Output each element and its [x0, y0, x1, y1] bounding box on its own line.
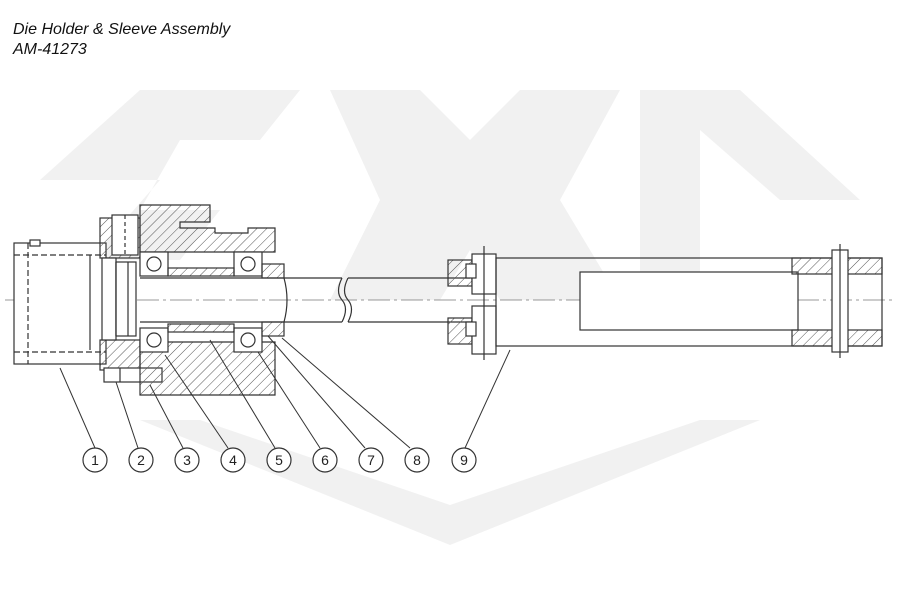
callout-circle	[404, 447, 430, 473]
callout-label: 7	[367, 452, 375, 468]
callout-circle	[220, 447, 246, 473]
callout-4: 4	[220, 447, 246, 473]
tube-assembly	[447, 244, 883, 360]
housing-top	[139, 204, 276, 253]
callout-7: 7	[358, 447, 384, 473]
callout-label: 8	[413, 452, 421, 468]
bearing-left	[139, 251, 169, 353]
sleeve-bottom	[167, 323, 235, 333]
drawing-title: Die Holder & Sleeve Assembly	[13, 21, 231, 38]
callout-balloons: 1 2 3 4 5 6 7 8 9	[82, 447, 477, 473]
inner-bore	[579, 271, 799, 331]
callout-circle	[451, 447, 477, 473]
callout-5: 5	[266, 447, 292, 473]
callout-label: 6	[321, 452, 329, 468]
callout-6: 6	[312, 447, 338, 473]
callout-2: 2	[128, 447, 154, 473]
title-block: Die Holder & Sleeve Assembly AM-41273	[13, 20, 230, 60]
callout-circle	[358, 447, 384, 473]
part-number: AM-41273	[13, 41, 87, 58]
callout-3: 3	[174, 447, 200, 473]
callout-1: 1	[82, 447, 108, 473]
callout-9: 9	[451, 447, 477, 473]
housing-bottom	[139, 341, 276, 396]
watermark-logo	[40, 90, 860, 545]
sleeve-top	[167, 267, 235, 277]
callout-label: 1	[91, 452, 99, 468]
callout-8: 8	[404, 447, 430, 473]
bearing-right	[233, 251, 263, 353]
leader-lines	[59, 335, 511, 449]
callout-label: 2	[137, 452, 145, 468]
die-holder-section	[13, 204, 470, 396]
retaining-nut	[261, 263, 285, 279]
callout-circle	[174, 447, 200, 473]
die-cap-body	[13, 242, 107, 365]
callout-circle	[312, 447, 338, 473]
callout-label: 3	[183, 452, 191, 468]
callout-circle	[266, 447, 292, 473]
callout-circle	[82, 447, 108, 473]
callout-label: 5	[275, 452, 283, 468]
outer-tube	[495, 257, 883, 347]
callout-circle	[128, 447, 154, 473]
callout-label: 9	[460, 452, 468, 468]
callout-label: 4	[229, 452, 237, 468]
